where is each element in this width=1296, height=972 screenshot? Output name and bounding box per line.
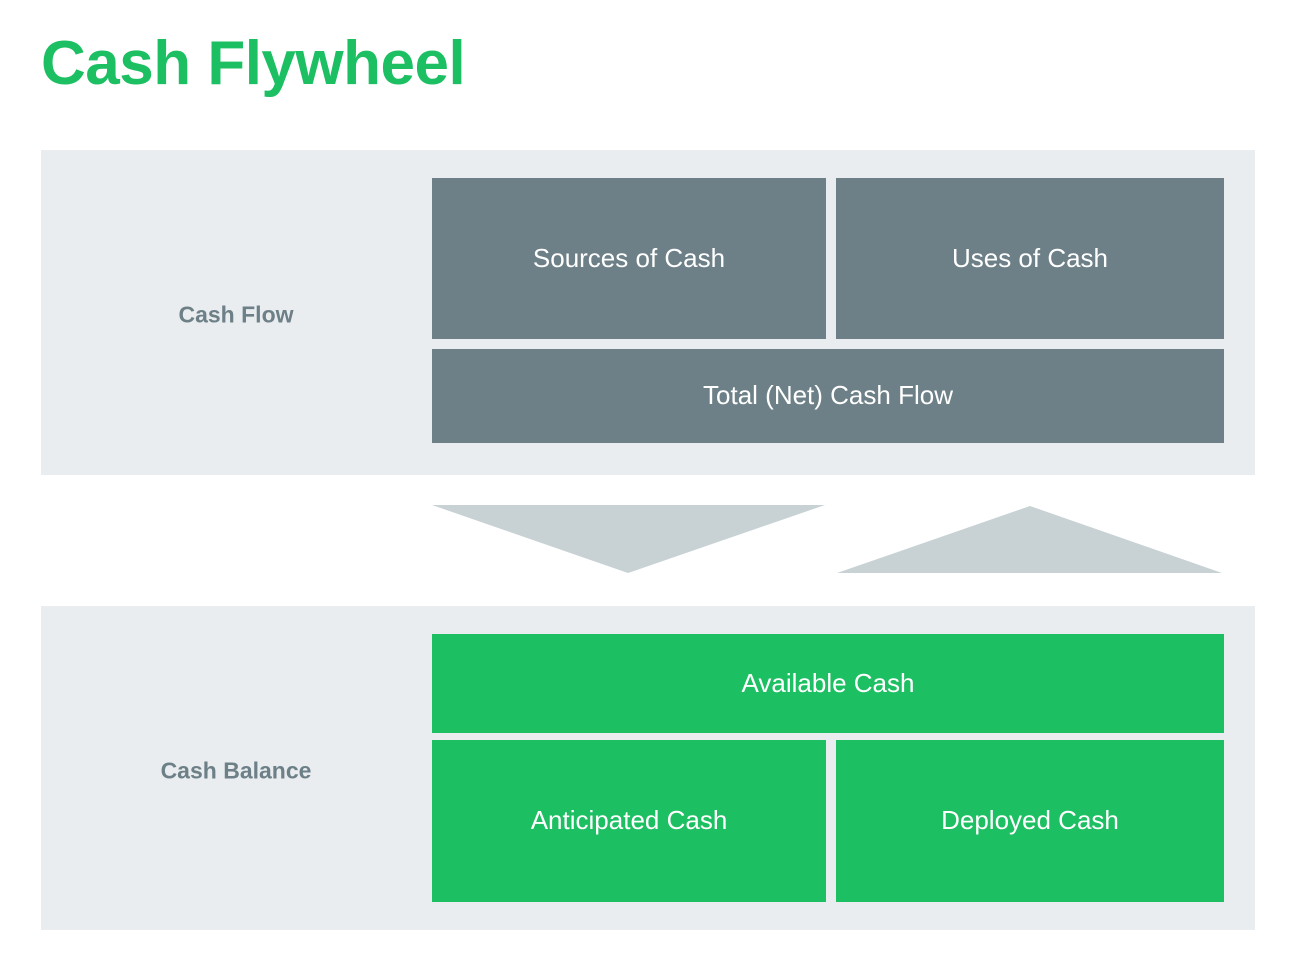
cash-balance-section-label: Cash Balance (160, 757, 312, 784)
box-deployed-cash[interactable]: Deployed Cash (836, 740, 1224, 902)
box-available-cash[interactable]: Available Cash (432, 634, 1224, 733)
box-anticipated-cash-label: Anticipated Cash (530, 805, 728, 836)
box-uses-of-cash[interactable]: Uses of Cash (836, 178, 1224, 339)
box-uses-of-cash-label: Uses of Cash (951, 242, 1109, 273)
box-deployed-cash-label: Deployed Cash (941, 805, 1119, 836)
box-available-cash-label: Available Cash (741, 667, 915, 698)
arrow-down-icon (432, 505, 825, 573)
page-title: Cash Flywheel (41, 29, 466, 98)
box-total-net-cash-flow-label: Total (Net) Cash Flow (703, 380, 953, 411)
box-sources-of-cash[interactable]: Sources of Cash (432, 178, 826, 339)
box-total-net-cash-flow[interactable]: Total (Net) Cash Flow (432, 349, 1224, 443)
box-anticipated-cash[interactable]: Anticipated Cash (432, 740, 826, 902)
arrow-up-icon (837, 506, 1222, 573)
box-sources-of-cash-label: Sources of Cash (532, 242, 726, 273)
cash-flow-section-label: Cash Flow (178, 301, 294, 328)
